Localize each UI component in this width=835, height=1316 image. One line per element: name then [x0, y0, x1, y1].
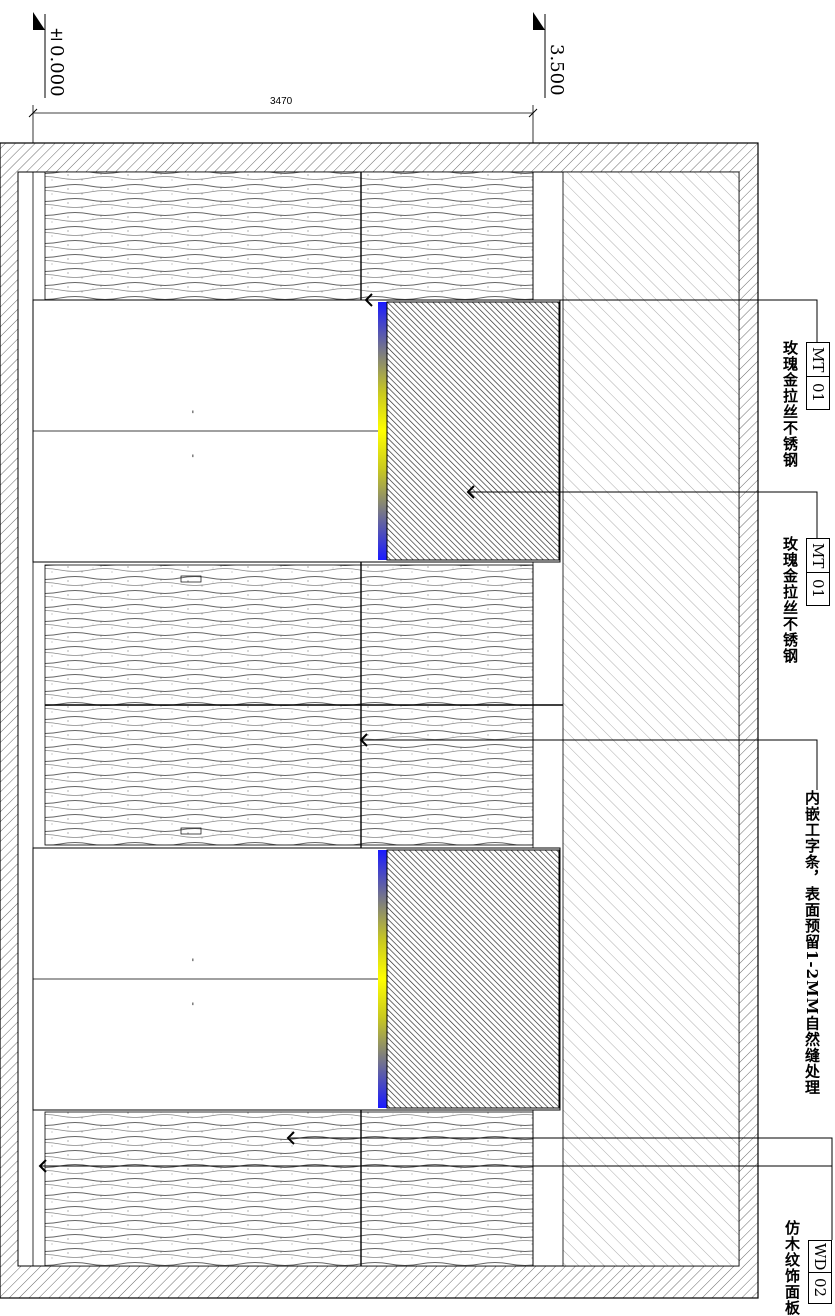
- svg-text:-: -: [187, 958, 198, 962]
- dimension-line: [28, 105, 538, 145]
- niche-lower: - -: [32, 847, 561, 1111]
- material-desc-4: 仿木纹饰面板: [783, 1220, 801, 1316]
- right-hatch-zone: [562, 171, 740, 1267]
- niche-upper: - -: [32, 299, 561, 563]
- material-code: MT: [809, 346, 827, 372]
- material-tag-1: MT 01: [806, 342, 830, 410]
- material-code: MT: [809, 542, 827, 568]
- material-desc-1: 玫瑰金拉丝不锈钢: [781, 340, 799, 468]
- material-number: 02: [811, 1278, 829, 1298]
- material-desc-2: 玫瑰金拉丝不锈钢: [781, 536, 799, 664]
- svg-text:-: -: [187, 454, 198, 458]
- svg-text:-: -: [187, 410, 198, 414]
- level-marker-left: [33, 12, 46, 98]
- material-number: 01: [809, 579, 827, 599]
- svg-text:-: -: [187, 1002, 198, 1006]
- level-label-left: ±0.000: [46, 24, 67, 97]
- material-tag-4: WD 02: [808, 1240, 832, 1304]
- level-marker-right: [533, 12, 546, 98]
- level-label-right: 3.500: [546, 44, 567, 96]
- dimension-label: 3470: [270, 96, 293, 107]
- joint-note: 内嵌工字条，表面预留1-2MM自然缝处理: [803, 790, 821, 1096]
- material-number: 01: [809, 383, 827, 403]
- material-code: WD: [811, 1242, 829, 1270]
- material-tag-2: MT 01: [806, 538, 830, 606]
- leader-lines: [38, 293, 833, 1240]
